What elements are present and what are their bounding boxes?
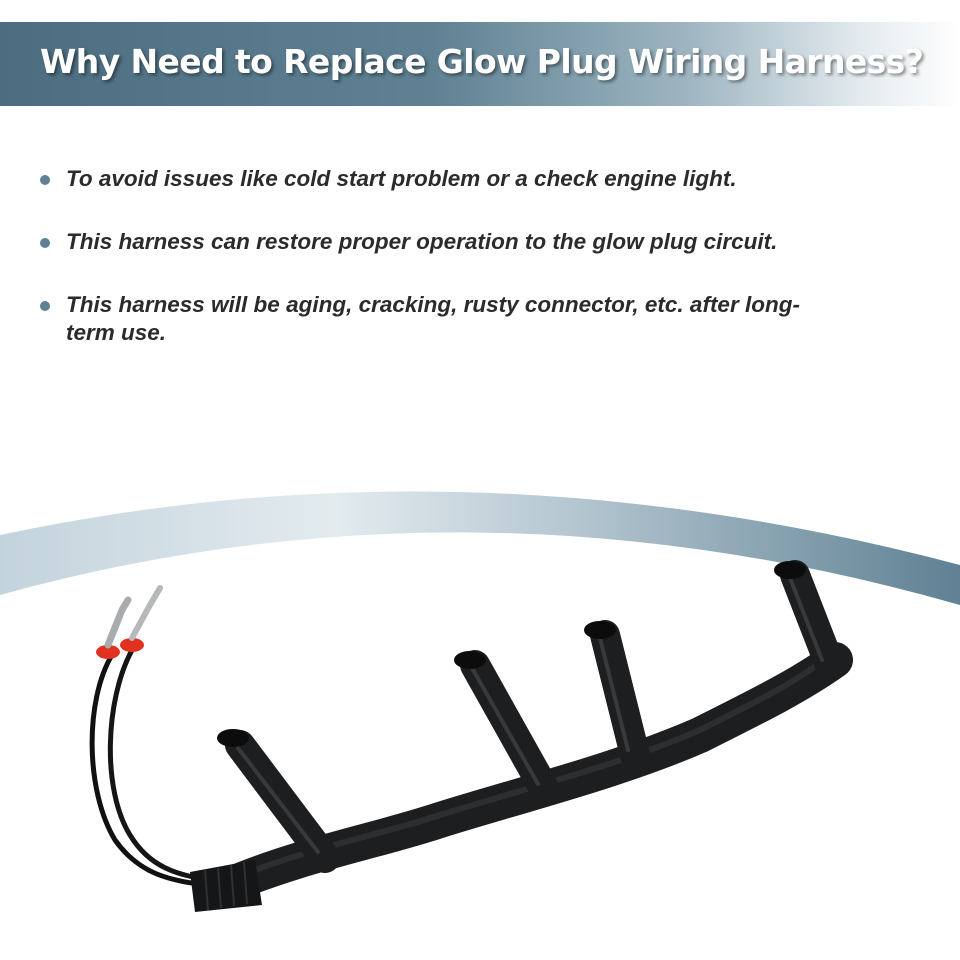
bullet-dot-icon [40, 175, 50, 185]
page-title: Why Need to Replace Glow Plug Wiring Har… [40, 42, 924, 81]
bullet-item: This harness will be aging, cracking, ru… [40, 291, 840, 347]
bullet-dot-icon [40, 301, 50, 311]
bullet-text: This harness can restore proper operatio… [66, 229, 778, 254]
bullet-item: To avoid issues like cold start problem … [40, 165, 840, 193]
bullet-text: This harness will be aging, cracking, ru… [66, 292, 800, 345]
glow-plug-harness-image [89, 560, 853, 912]
bullet-list: To avoid issues like cold start problem … [40, 165, 840, 382]
decorative-arc [0, 491, 960, 605]
bullet-item: This harness can restore proper operatio… [40, 228, 840, 256]
title-banner: Why Need to Replace Glow Plug Wiring Har… [0, 22, 960, 106]
bullet-text: To avoid issues like cold start problem … [66, 166, 737, 191]
bullet-dot-icon [40, 238, 50, 248]
